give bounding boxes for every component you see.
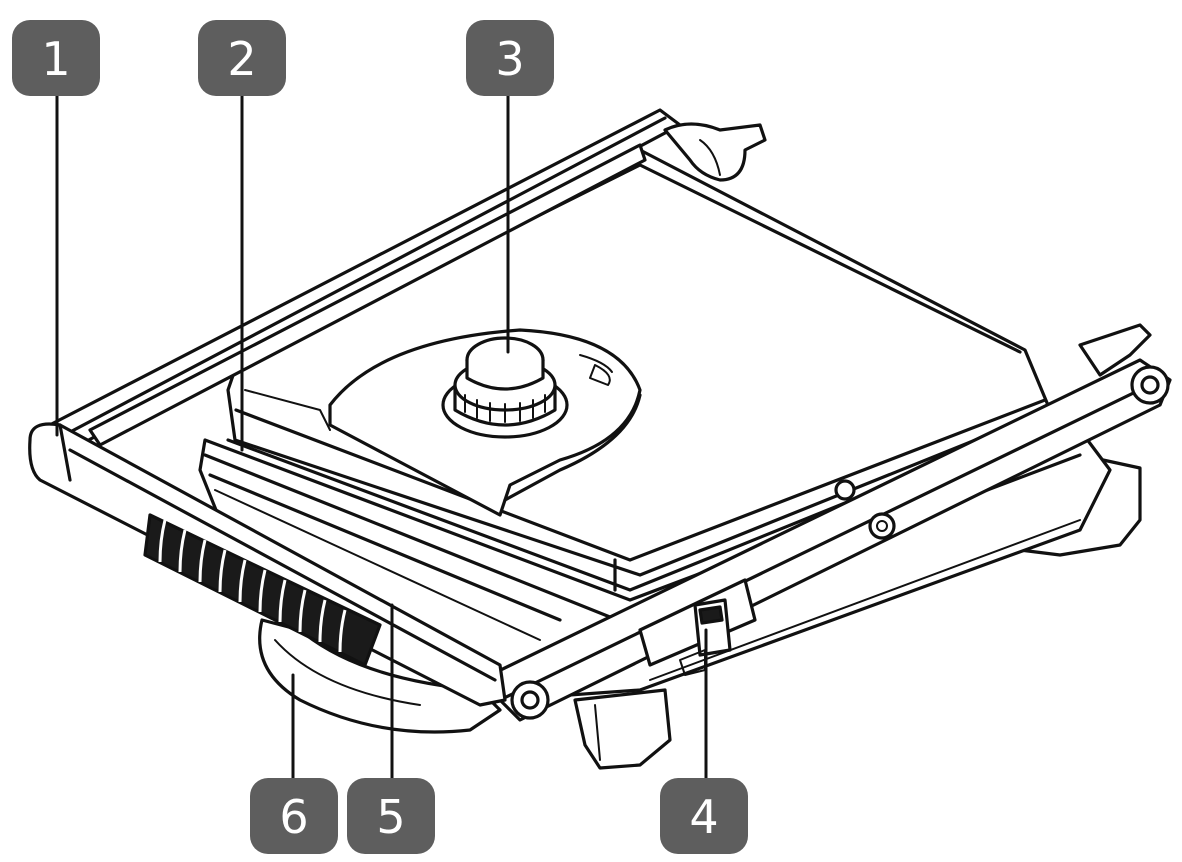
contact-grill-illustration: [28, 108, 1172, 770]
callout-label-1: 1: [41, 32, 70, 86]
callout-badge-2: 2: [198, 20, 286, 96]
callout-badge-1: 1: [12, 20, 100, 96]
callout-label-3: 3: [495, 32, 524, 86]
callout-label-2: 2: [227, 32, 256, 86]
callout-label-6: 6: [279, 790, 308, 844]
leader-lines: [55, 90, 708, 780]
callout-badge-4: 4: [660, 778, 748, 854]
temperature-knob: [441, 336, 569, 439]
callout-badge-3: 3: [466, 20, 554, 96]
handle-grip-ribs: [143, 513, 382, 667]
callout-badge-5: 5: [347, 778, 435, 854]
callout-label-5: 5: [376, 790, 405, 844]
side-screw: [834, 479, 896, 540]
lock-switch: [638, 578, 757, 676]
callout-badge-6: 6: [250, 778, 338, 854]
callout-label-4: 4: [689, 790, 718, 844]
